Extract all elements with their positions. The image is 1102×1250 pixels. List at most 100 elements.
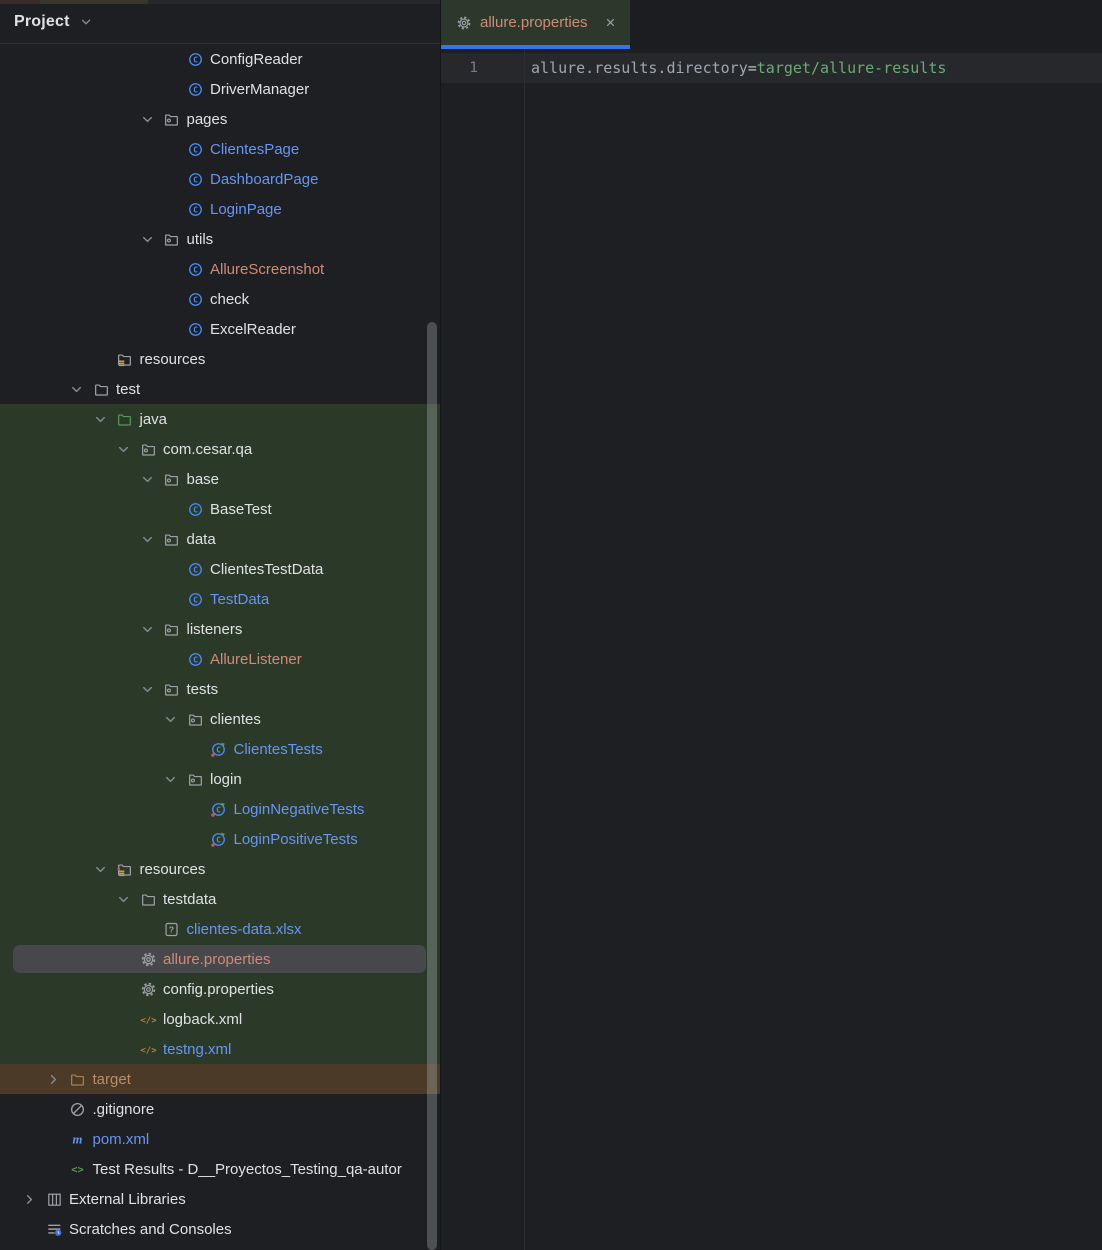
slash-icon	[69, 1100, 87, 1118]
project-panel-title: Project	[14, 12, 70, 30]
chevron-down-icon[interactable]	[79, 15, 93, 29]
tree-row-external-libraries[interactable]: External Libraries	[0, 1184, 440, 1214]
tree-item-label: target	[92, 1070, 131, 1088]
tree-item-label: tests	[186, 680, 219, 698]
tree-item-label: testng.xml	[163, 1040, 232, 1058]
folder-tan-icon	[69, 1070, 87, 1088]
chevron-down-icon[interactable]	[163, 712, 186, 727]
svg-text:C: C	[216, 745, 221, 754]
tree-row-test-results-d-proyectos-testing-qa-autor[interactable]: <>Test Results - D__Proyectos_Testing_qa…	[0, 1154, 440, 1184]
chevron-down-icon[interactable]	[69, 382, 92, 397]
package-icon	[163, 230, 181, 248]
class-icon: C	[186, 140, 204, 158]
chevron-down-icon[interactable]	[140, 112, 163, 127]
tree-row-resources[interactable]: resources	[0, 854, 440, 884]
tree-row-tests[interactable]: tests	[0, 674, 440, 704]
tab-allure-properties[interactable]: allure.properties	[441, 0, 630, 49]
chevron-down-icon[interactable]	[140, 532, 163, 547]
tree-row-testng-xml[interactable]: </> testng.xml	[0, 1034, 440, 1064]
tree-item-label: config.properties	[163, 980, 274, 998]
chevron-down-icon[interactable]	[140, 682, 163, 697]
tree-item-label: clientes-data.xlsx	[186, 920, 302, 938]
tree-item-label: resources	[139, 350, 206, 368]
class-icon: C	[186, 590, 204, 608]
svg-text:?: ?	[169, 924, 174, 934]
tree-row-testdata[interactable]: C TestData	[0, 584, 440, 614]
tree-row-scratches-and-consoles[interactable]: Scratches and Consoles	[0, 1214, 440, 1244]
xml-icon: </>	[139, 1040, 157, 1058]
chevron-down-icon[interactable]	[140, 232, 163, 247]
top-strip-segment	[148, 0, 440, 4]
chevron-down-icon[interactable]	[140, 472, 163, 487]
tree-item-label: TestData	[210, 590, 270, 608]
tree-row-com-cesar-qa[interactable]: com.cesar.qa	[0, 434, 440, 464]
close-icon[interactable]	[604, 16, 617, 29]
tree-item-label: test	[116, 380, 141, 398]
tree-item-label: .gitignore	[92, 1100, 155, 1118]
package-icon	[163, 620, 181, 638]
tree-row-base[interactable]: base	[0, 464, 440, 494]
tree-row-login[interactable]: login	[0, 764, 440, 794]
chevron-down-icon[interactable]	[93, 412, 116, 427]
tree-row-utils[interactable]: utils	[0, 224, 440, 254]
chevron-down-icon[interactable]	[163, 772, 186, 787]
tree-row-test[interactable]: test	[0, 374, 440, 404]
svg-text:C: C	[193, 595, 198, 604]
tree-row-allure-properties[interactable]: allure.properties	[0, 944, 440, 974]
tree-row-loginpage[interactable]: C LoginPage	[0, 194, 440, 224]
svg-text:C: C	[193, 175, 198, 184]
folder-test-icon	[116, 410, 134, 428]
chevron-right-icon[interactable]	[46, 1072, 69, 1087]
chevron-down-icon[interactable]	[93, 862, 116, 877]
window-top-strip	[0, 0, 440, 4]
question-file-icon: ?	[163, 920, 181, 938]
code-line[interactable]: 1 allure.results.directory=target/allure…	[441, 53, 1102, 83]
class-icon: C	[186, 260, 204, 278]
chevron-down-icon[interactable]	[116, 442, 139, 457]
package-icon	[186, 770, 204, 788]
vertical-scrollbar[interactable]	[427, 322, 437, 1250]
tree-row-pages[interactable]: pages	[0, 104, 440, 134]
tree-item-label: LoginPage	[210, 200, 282, 218]
project-panel-header[interactable]: Project	[0, 0, 440, 44]
tree-row-clientes[interactable]: clientes	[0, 704, 440, 734]
tree-row-listeners[interactable]: listeners	[0, 614, 440, 644]
tree-row-resources[interactable]: resources	[0, 344, 440, 374]
tree-row-config-properties[interactable]: config.properties	[0, 974, 440, 1004]
tree-row-gitignore[interactable]: .gitignore	[0, 1094, 440, 1124]
chevron-down-icon[interactable]	[140, 622, 163, 637]
svg-text:<>: <>	[71, 1164, 84, 1176]
tree-row-target[interactable]: target	[0, 1064, 440, 1094]
svg-text:</>: </>	[140, 1015, 157, 1025]
test-class-icon: C	[210, 740, 228, 758]
tree-row-clientes-data-xlsx[interactable]: ? clientes-data.xlsx	[0, 914, 440, 944]
code-text[interactable]: allure.results.directory=target/allure-r…	[524, 59, 946, 77]
tree-row-testdata[interactable]: testdata	[0, 884, 440, 914]
tree-row-data[interactable]: data	[0, 524, 440, 554]
library-icon	[45, 1190, 63, 1208]
chevron-right-icon[interactable]	[22, 1192, 45, 1207]
tree-row-java[interactable]: java	[0, 404, 440, 434]
folder-icon	[139, 890, 157, 908]
chevron-down-icon[interactable]	[116, 892, 139, 907]
code-editor[interactable]: 1 allure.results.directory=target/allure…	[441, 49, 1102, 1250]
class-icon: C	[186, 200, 204, 218]
tree-item-label: ClientesTestData	[210, 560, 324, 578]
gutter-line-number[interactable]: 1	[469, 60, 478, 76]
tree-row-logback-xml[interactable]: </>logback.xml	[0, 1004, 440, 1034]
